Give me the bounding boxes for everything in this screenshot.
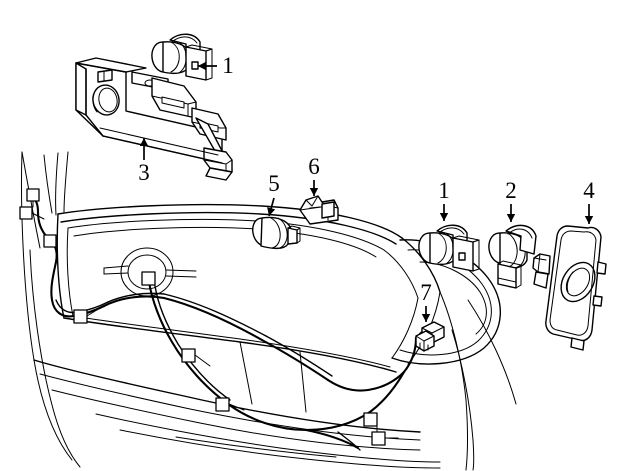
callout-7: 7 [420, 280, 432, 322]
callout-number: 2 [505, 178, 517, 203]
callout-number: 6 [308, 154, 320, 179]
part-5-sensor-retainer-ring [252, 216, 301, 250]
part-4-sensor-mounting-bracket [532, 225, 607, 351]
callout-number: 7 [420, 280, 432, 305]
callout-number: 3 [138, 160, 150, 185]
callout-arrow-head [139, 138, 149, 146]
callout-1: 1 [198, 53, 234, 78]
harness-clip [43, 234, 57, 248]
callout-number: 5 [268, 171, 280, 196]
harness-clip [215, 397, 230, 412]
front-bumper-assembly [21, 151, 517, 471]
harness-clip [363, 412, 378, 427]
harness-clip [141, 271, 156, 286]
callout-number: 4 [583, 178, 595, 203]
part-6-mounting-clip-bracket [299, 195, 339, 225]
harness-clip [371, 431, 386, 446]
harness-clip [181, 348, 196, 363]
callout-arrow-head [584, 216, 594, 224]
wiring-harness [19, 188, 424, 451]
callout-3: 3 [138, 138, 150, 185]
callout-arrow-head [439, 213, 449, 221]
part-1-park-assist-sensor-top [151, 33, 213, 81]
harness-clip [26, 188, 40, 202]
part-3-bracket-reinforcement [75, 57, 233, 181]
callout-4: 4 [583, 178, 595, 224]
harness-clip [73, 309, 88, 324]
callout-arrow-head [506, 214, 516, 222]
callout-arrow-head [198, 61, 206, 71]
callout-layer: 1 3 5 6 1 2 4 7 [138, 53, 595, 322]
callout-arrow-head [267, 207, 276, 216]
callout-5: 5 [267, 171, 280, 217]
callout-6: 6 [308, 154, 320, 196]
part-2-park-assist-sensor-stem [488, 224, 537, 289]
harness-clip [19, 206, 33, 220]
callout-number: 1 [222, 53, 234, 78]
callout-1: 1 [438, 178, 450, 221]
part-1-park-assist-sensor-right [418, 224, 480, 272]
callout-arrow-head [421, 314, 431, 322]
callout-arrow-head [309, 188, 319, 196]
callout-number: 1 [438, 178, 450, 203]
part-7-wiring-harness-connector [415, 321, 445, 352]
callout-2: 2 [505, 178, 517, 222]
